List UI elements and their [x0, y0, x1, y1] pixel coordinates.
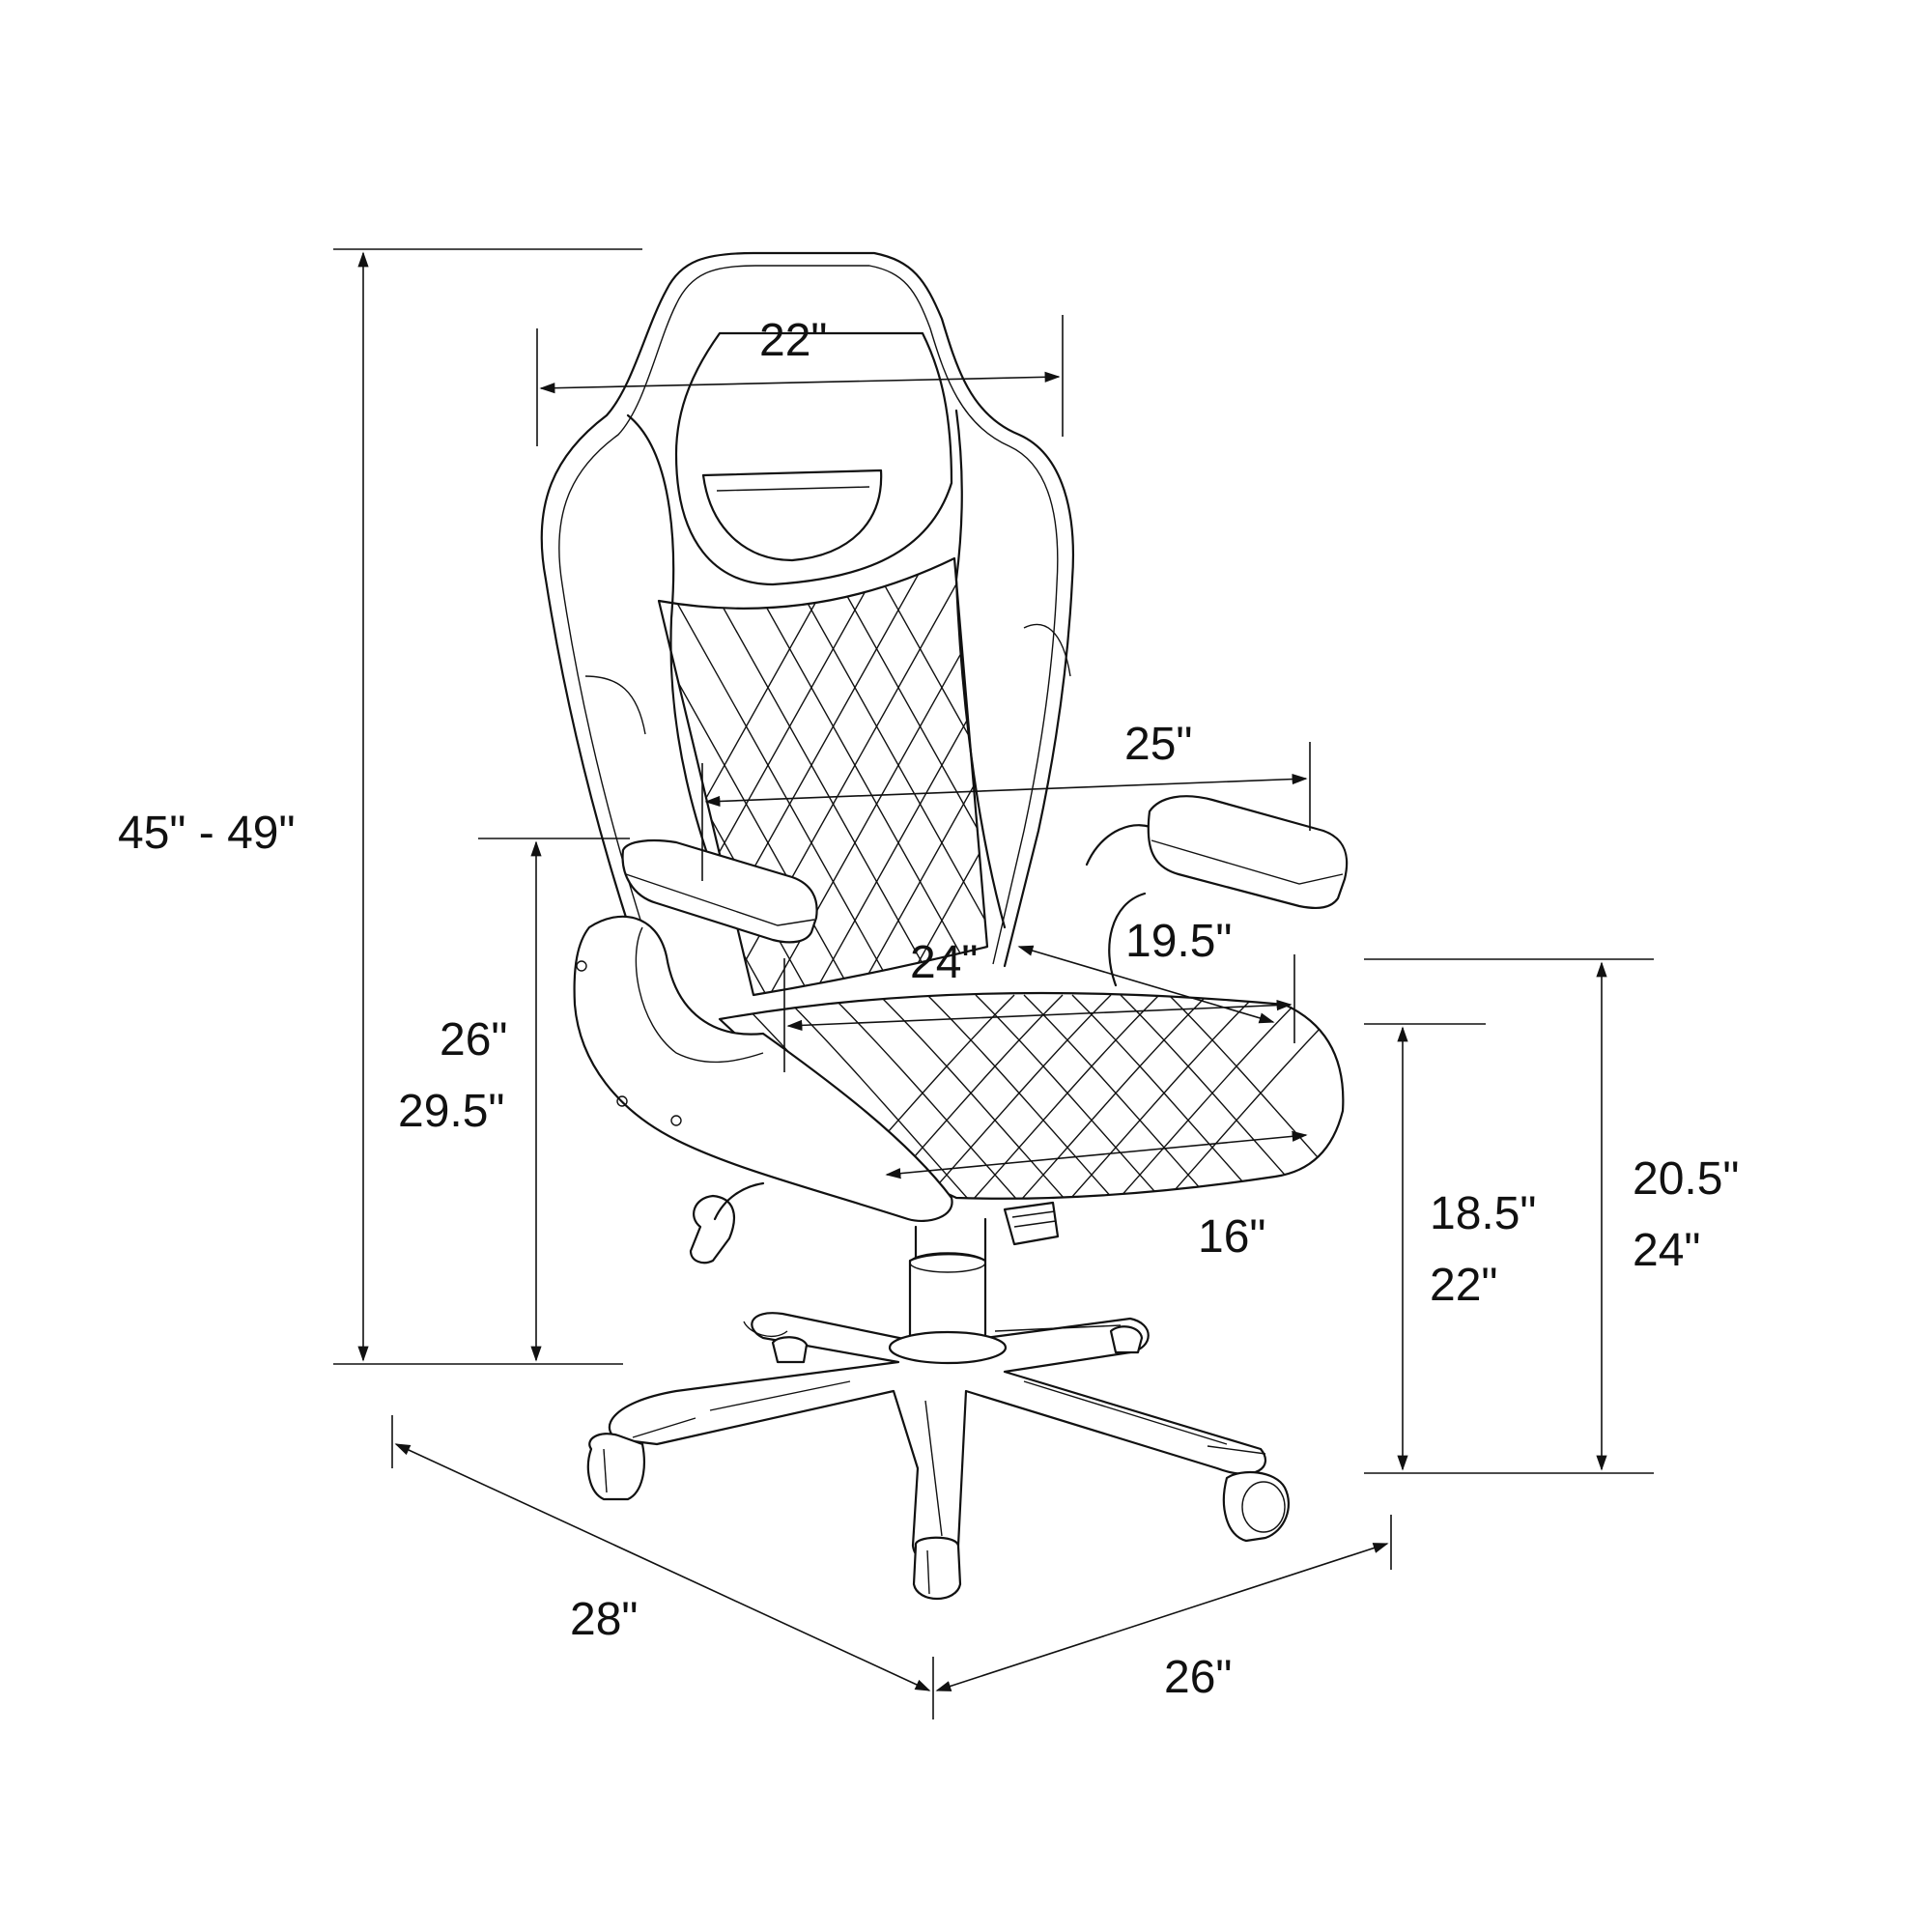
seat-width-label: 16"	[1198, 1211, 1265, 1263]
caster-back-right	[1109, 1325, 1144, 1354]
armrest-height-min-label: 26"	[440, 1014, 507, 1065]
seat-height-max-label: 22"	[1430, 1260, 1497, 1311]
caster-front	[912, 1536, 962, 1600]
armrest-height-max-label: 29.5"	[398, 1086, 504, 1137]
base-depth-label: 28"	[570, 1594, 638, 1645]
headrest-width-label: 22"	[759, 315, 827, 366]
left-armrest	[621, 839, 818, 944]
head-cushion	[674, 331, 953, 586]
base-width-dim	[935, 1543, 1389, 1691]
armrest-span-label: 25"	[1124, 719, 1192, 770]
base-hub	[888, 1330, 1008, 1365]
seat-top-height-max-label: 24"	[1633, 1225, 1700, 1276]
seat-width-dim	[885, 1130, 1308, 1179]
back-width-label: 24"	[910, 937, 978, 988]
left-seat-shell	[573, 915, 953, 1223]
headrest-width-dim	[539, 371, 1061, 394]
gas-cylinder	[914, 1217, 987, 1263]
backrest-outline	[540, 251, 1074, 978]
overall-height-label: 45" - 49"	[118, 808, 296, 859]
dimension-labels: 45" - 49" 22" 25" 24" 19.5" 16" 26" 29.5…	[118, 315, 1739, 1703]
dimension-lines	[333, 248, 1654, 1719]
left-bolster	[626, 413, 736, 929]
height-knob	[1003, 1201, 1060, 1246]
right-armrest	[1147, 795, 1349, 909]
chair-illustration	[540, 251, 1349, 1600]
caster-back-left	[771, 1336, 809, 1364]
seat-top-height-min-label: 20.5"	[1633, 1153, 1739, 1205]
backrest-piping	[558, 265, 1059, 972]
base-depth-dim	[394, 1443, 931, 1691]
seat-depth-label: 19.5"	[1125, 916, 1232, 967]
armrest-span-dim	[704, 773, 1308, 808]
right-bolster	[954, 409, 1007, 929]
caster-left	[586, 1433, 645, 1501]
seat-depth-dim	[1017, 945, 1275, 1024]
back-panel	[657, 556, 989, 997]
headrest-slot	[701, 469, 883, 562]
caster-right	[1222, 1471, 1290, 1543]
seat-height-min-label: 18.5"	[1430, 1188, 1536, 1239]
tilt-lever	[689, 1181, 765, 1264]
base-width-label: 26"	[1164, 1652, 1232, 1703]
